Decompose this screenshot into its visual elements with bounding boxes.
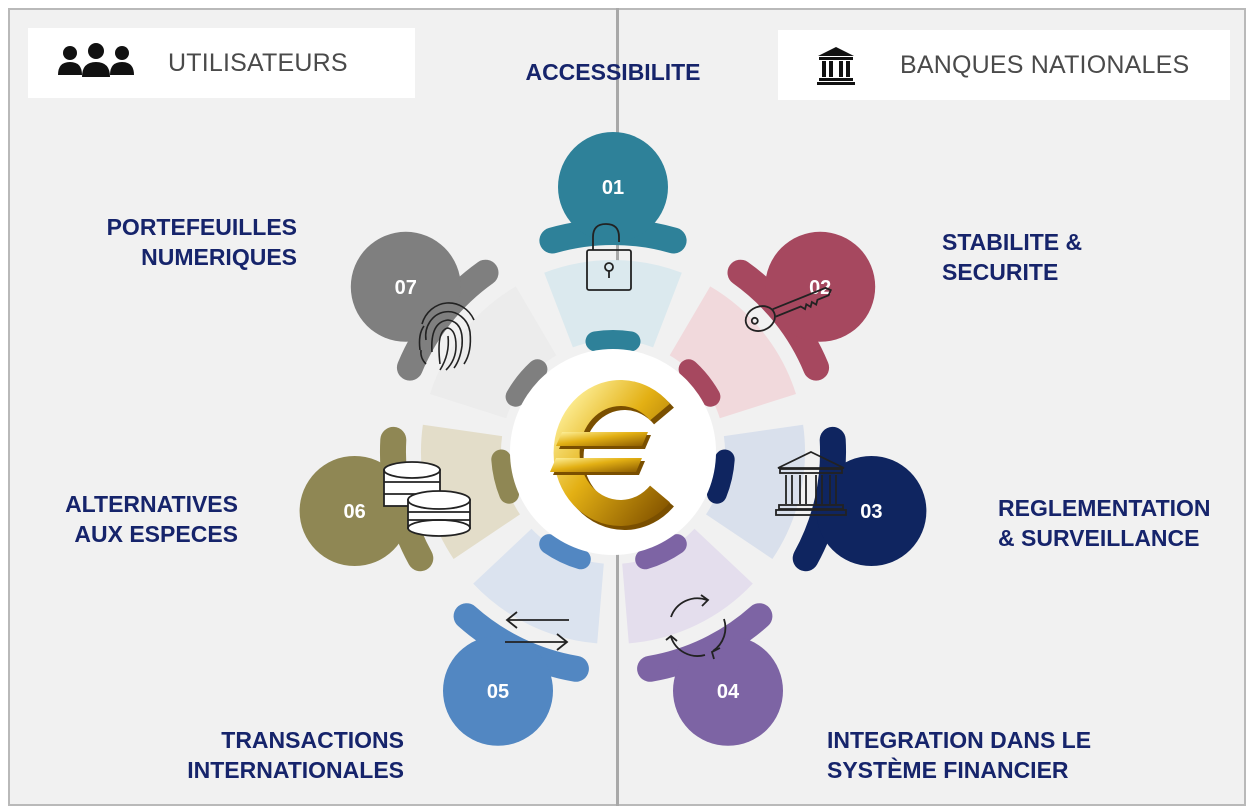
segment-number: 03 <box>860 501 882 523</box>
exchange-arrows-icon <box>505 611 569 651</box>
header-national-banks-title: BANQUES NATIONALES <box>900 50 1190 79</box>
segment-fill <box>544 260 682 348</box>
segment-03: 03 REGLEMENTATION& SURVEILLANCE <box>706 424 1211 572</box>
header-national-banks: BANQUES NATIONALES <box>778 30 1230 100</box>
bank-building-icon <box>775 450 847 516</box>
number-badge <box>350 231 461 342</box>
inner-arc <box>505 359 548 407</box>
number-badge <box>299 456 410 566</box>
key-icon <box>744 286 832 332</box>
inner-arc <box>539 534 591 570</box>
segment-label: STABILITE &SECURITE <box>942 229 1082 285</box>
header-users-title: UTILISATEURS <box>168 48 348 77</box>
users-icon <box>56 43 136 83</box>
number-badge <box>765 231 876 342</box>
segment-number: 04 <box>717 681 740 703</box>
header-users: UTILISATEURS <box>28 28 415 98</box>
inner-arc <box>585 330 641 352</box>
segment-number: 02 <box>809 277 831 299</box>
segment-02: 02 STABILITE &SECURITE <box>669 229 1082 419</box>
segment-label: ACCESSIBILITE <box>525 59 700 85</box>
inner-arc <box>491 449 520 504</box>
segment-number: 07 <box>395 277 417 299</box>
inner-arc <box>678 359 721 407</box>
segment-number: 01 <box>602 177 624 199</box>
number-badge <box>673 635 783 746</box>
segment-fill <box>669 286 796 419</box>
bank-icon <box>814 45 858 85</box>
segment-label: REGLEMENTATION& SURVEILLANCE <box>998 495 1211 551</box>
segment-fill <box>430 286 557 419</box>
euro-icon <box>550 380 674 530</box>
coins-icon <box>383 461 471 537</box>
number-badge <box>443 635 553 746</box>
number-badge <box>558 132 668 242</box>
segment-number: 05 <box>487 681 509 703</box>
segment-01: 01 ACCESSIBILITE <box>525 59 701 352</box>
fingerprint-icon <box>418 302 475 371</box>
refresh-icon <box>665 594 727 660</box>
unlock-icon <box>586 223 632 291</box>
segment-number: 06 <box>343 501 365 523</box>
inner-arc <box>635 534 687 570</box>
inner-arc <box>706 449 735 504</box>
number-badge <box>816 456 927 566</box>
